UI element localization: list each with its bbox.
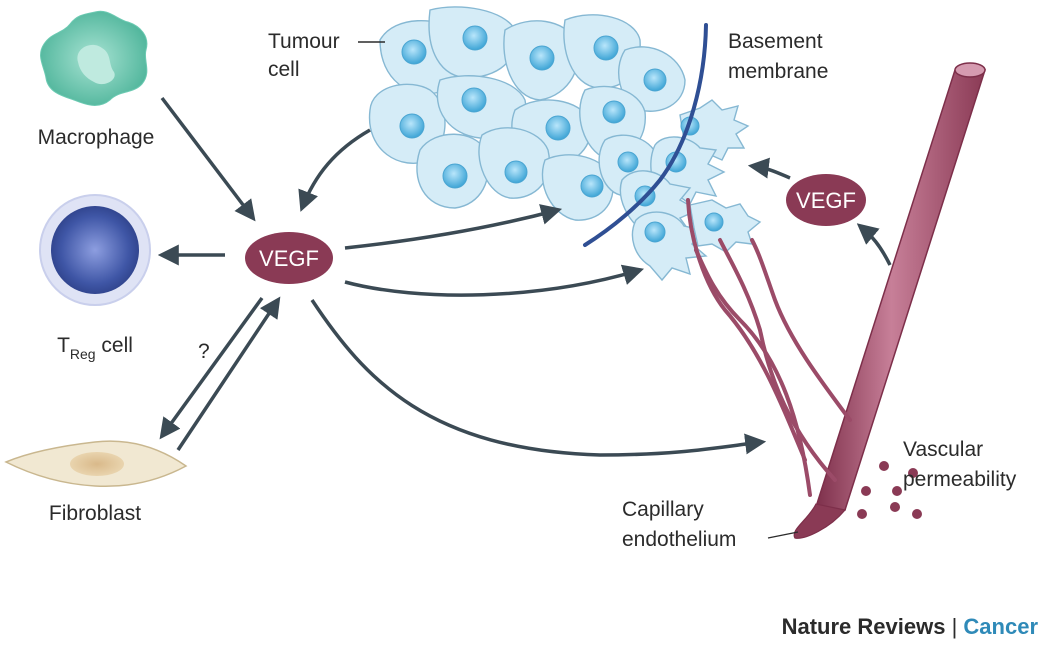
arrow-tumour-to-vegf xyxy=(298,128,371,212)
macrophage-label: Macrophage xyxy=(38,126,155,149)
capillary-sprouts xyxy=(686,198,852,497)
arrows xyxy=(157,96,892,457)
vegf-right-label: VEGF xyxy=(796,188,856,213)
vascular-label-line2: permeability xyxy=(903,468,1017,491)
arrow-vessel-to-vegf xyxy=(856,223,892,266)
capillary-label-line2: endothelium xyxy=(622,528,736,551)
capillary-vessel xyxy=(793,62,987,539)
arrow-fibroblast-to-vegf xyxy=(176,296,281,451)
footer-credit: Nature Reviews | Cancer xyxy=(782,614,1039,639)
treg-label: TReg cell xyxy=(57,334,133,362)
basement-label-line2: membrane xyxy=(728,60,828,83)
tumour-nuclei xyxy=(399,25,724,243)
vascular-label-line1: Vascular xyxy=(903,438,983,461)
vegf-right-node: VEGF xyxy=(786,174,866,226)
macrophage-cell xyxy=(40,10,148,106)
tumour-label-line2: cell xyxy=(268,58,300,81)
vegf-center-node: VEGF xyxy=(245,232,333,284)
treg-cell xyxy=(39,194,151,306)
basement-membrane-line xyxy=(583,23,708,247)
arrow-vegf-to-tumour xyxy=(344,204,563,250)
arrow-vegf-to-fibroblast xyxy=(159,296,264,440)
permeability-dots xyxy=(857,461,922,519)
arrow-vegf-to-invasive xyxy=(344,264,645,297)
capillary-label-line1: Capillary xyxy=(622,498,704,521)
capillary-leader-line xyxy=(767,531,799,539)
question-mark: ? xyxy=(198,340,210,363)
fibroblast-cell xyxy=(4,440,188,488)
invasive-tumour-cells xyxy=(619,99,762,282)
tumour-label-line1: Tumour xyxy=(268,30,340,53)
vegf-center-label: VEGF xyxy=(259,246,319,271)
basement-label-line1: Basement xyxy=(728,30,823,53)
arrow-vegf-to-endothelium xyxy=(310,299,767,457)
fibroblast-label: Fibroblast xyxy=(49,502,141,525)
arrow-vegf-to-invasive-right xyxy=(747,157,791,180)
arrow-macrophage-to-vegf xyxy=(160,96,256,222)
